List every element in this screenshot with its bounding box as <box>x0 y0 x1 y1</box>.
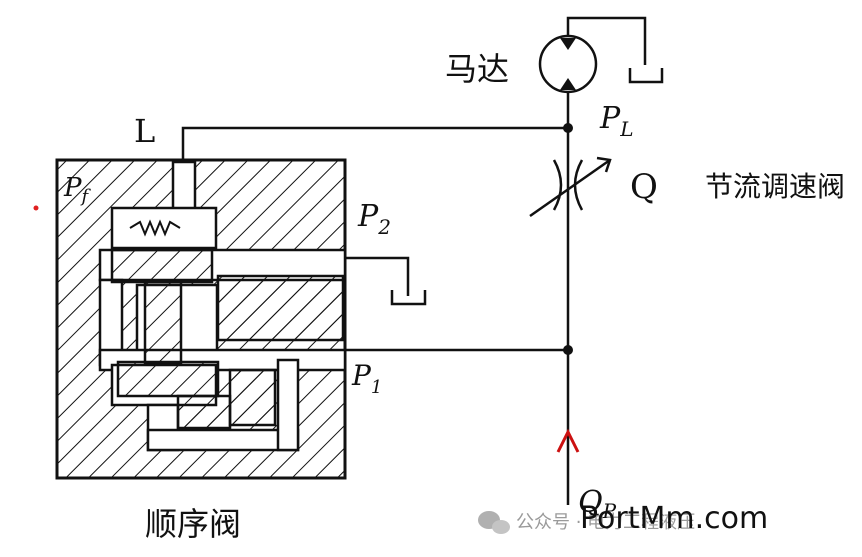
flow-arrow-icon <box>556 428 580 453</box>
label-p2: P2 <box>357 199 391 239</box>
watermark: 公众号 · 电力工程液压 PortMm.com <box>478 501 768 536</box>
label-p1: P1 <box>351 359 382 398</box>
outlet-line-p2 <box>345 256 410 296</box>
throttle-valve-icon <box>529 156 612 218</box>
label-sequence-valve: 顺序阀 <box>145 505 241 543</box>
junction-dot-mid <box>563 345 573 355</box>
wechat-icon <box>478 511 510 534</box>
piping <box>181 16 647 505</box>
tank-icon <box>390 68 664 306</box>
label-motor: 马达 <box>445 50 509 88</box>
label-throttle-valve: 节流调速阀 <box>705 170 845 203</box>
red-mark <box>33 205 39 211</box>
watermark-text: 公众号 · 电力工程液压 <box>516 512 695 533</box>
label-pl: PL <box>599 101 633 141</box>
label-q-bottom: QP <box>578 485 617 523</box>
label-l: L <box>134 112 155 150</box>
valve-spool <box>110 248 345 430</box>
motor-drain-line <box>566 16 647 65</box>
drain-line-l <box>181 126 568 160</box>
watermark-brand: PortMm.com <box>580 501 768 536</box>
spring-icon <box>129 219 181 237</box>
sequence-valve <box>55 158 347 480</box>
junction-dot-top <box>563 123 573 133</box>
label-q: Q <box>630 167 658 207</box>
hydraulic-motor-icon <box>538 34 598 94</box>
